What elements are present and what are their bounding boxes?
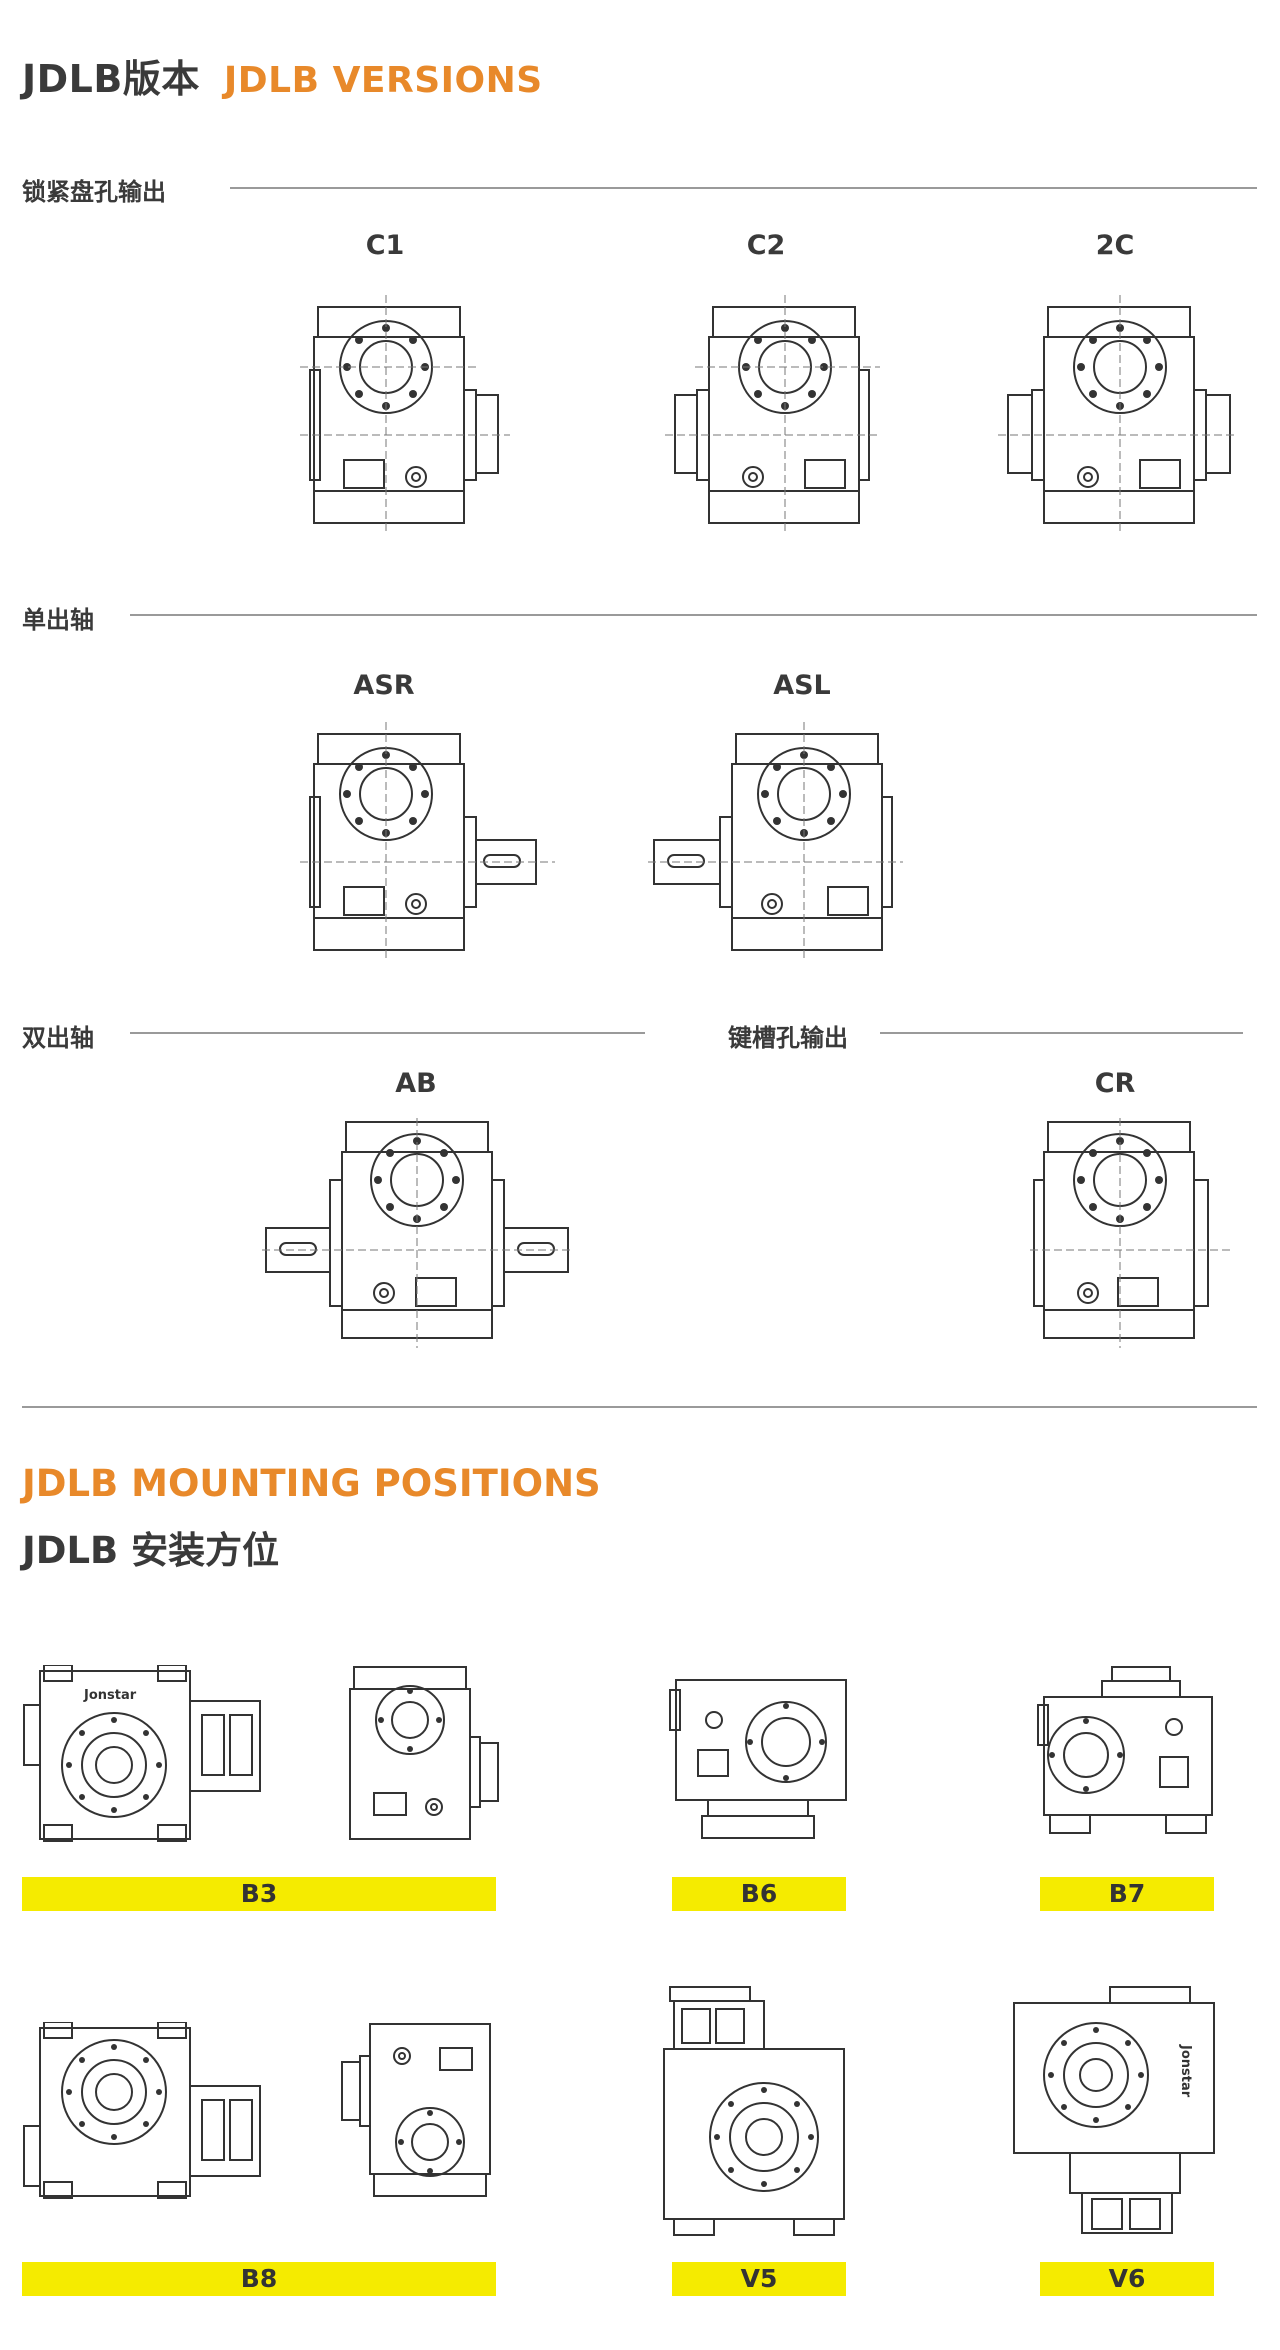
page-title: JDLB版本 JDLB VERSIONS [22, 48, 543, 103]
brand-logo-v6: Jonstar [1178, 2044, 1193, 2098]
section-rule-lock-disc [230, 187, 1257, 189]
position-label-v5: V5 [740, 2264, 778, 2293]
version-label-ab: AB [395, 1068, 437, 1099]
mount-b3-front: Jonstar [23, 1665, 261, 1842]
version-label-asl: ASL [773, 670, 831, 701]
section-divider [22, 1406, 1257, 1408]
section-label-single-shaft: 单出轴 [22, 600, 116, 635]
drawing-asr [300, 722, 555, 962]
position-bar-v5: V5 [672, 2262, 846, 2296]
section-label-keyway: 键槽孔输出 [728, 1018, 870, 1053]
position-bar-b3: B3 [22, 1877, 496, 1911]
mounting-title-cn: JDLB 安装方位 [22, 1529, 280, 1572]
section-rule-single-shaft [130, 614, 1257, 616]
drawing-asl [648, 722, 903, 962]
version-label-c2: C2 [746, 230, 786, 261]
mount-b8-side [341, 2023, 491, 2197]
version-label-cr: CR [1094, 1068, 1136, 1099]
mount-v5 [663, 1986, 845, 2236]
mount-v6: Jonstar [1013, 1986, 1215, 2234]
mount-b3-side [349, 1666, 499, 1840]
mounting-title-en: JDLB MOUNTING POSITIONS [22, 1462, 601, 1505]
mount-b7 [1037, 1666, 1213, 1834]
position-label-b6: B6 [740, 1879, 778, 1908]
section-label-double-shaft: 双出轴 [22, 1018, 116, 1053]
drawing-ab [262, 1118, 572, 1348]
position-bar-v6: V6 [1040, 2262, 1214, 2296]
position-bar-b6: B6 [672, 1877, 846, 1911]
position-label-b3: B3 [240, 1879, 278, 1908]
position-label-b8: B8 [240, 2264, 278, 2293]
mount-b8-front [23, 2022, 261, 2199]
position-label-b7: B7 [1108, 1879, 1146, 1908]
section-rule-keyway [880, 1032, 1243, 1034]
version-label-asr: ASR [353, 670, 415, 701]
position-label-v6: V6 [1108, 2264, 1146, 2293]
position-bar-b7: B7 [1040, 1877, 1214, 1911]
drawing-c2 [665, 295, 880, 535]
version-label-2c: 2C [1095, 230, 1135, 261]
title-cn: JDLB版本 [22, 57, 200, 101]
drawing-cr [1030, 1118, 1230, 1348]
title-en: JDLB VERSIONS [223, 60, 543, 101]
drawing-2c [998, 295, 1238, 535]
position-bar-b8: B8 [22, 2262, 496, 2296]
version-label-c1: C1 [365, 230, 405, 261]
section-rule-double-shaft [130, 1032, 645, 1034]
mount-b6 [669, 1679, 847, 1839]
drawing-c1 [300, 295, 510, 535]
section-label-lock-disc: 锁紧盘孔输出 [22, 172, 188, 207]
brand-logo-b3: Jonstar [83, 1688, 137, 1703]
